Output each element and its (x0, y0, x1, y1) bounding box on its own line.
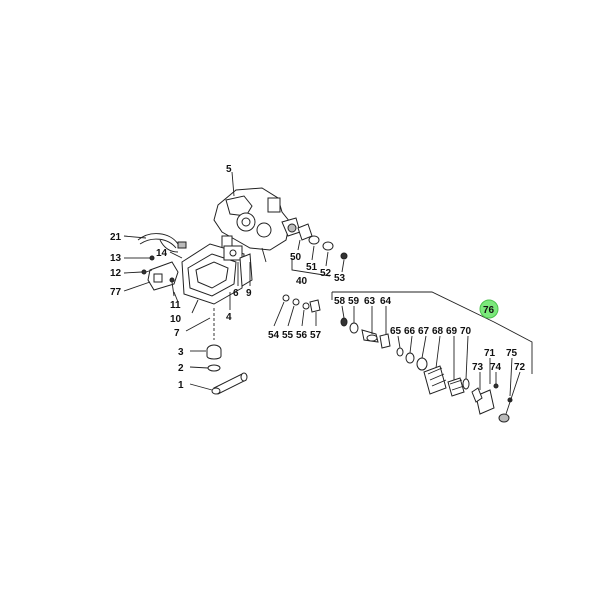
label-77: 77 (110, 287, 122, 298)
label-50: 50 (290, 252, 302, 263)
label-12: 12 (110, 268, 122, 279)
label-72: 72 (514, 362, 526, 373)
parts-71-75-drawing (471, 357, 521, 423)
label-58: 58 (334, 296, 346, 307)
hose-drawing (137, 233, 187, 253)
label-51: 51 (306, 262, 318, 273)
highlight-callout-76[interactable]: 76 (479, 299, 499, 319)
shaft-drawing (206, 308, 248, 395)
label-52: 52 (320, 268, 332, 279)
label-66: 66 (404, 326, 416, 337)
label-74: 74 (490, 362, 502, 373)
label-13: 13 (110, 253, 122, 264)
label-7: 7 (174, 328, 180, 339)
label-53: 53 (334, 273, 346, 284)
left-leader-lines (123, 171, 251, 391)
fittings-50-53-drawing (291, 223, 348, 277)
label-2: 2 (178, 363, 184, 374)
label-64: 64 (380, 296, 392, 307)
label-75: 75 (506, 348, 518, 359)
label-40: 40 (296, 276, 308, 287)
label-65: 65 (390, 326, 402, 337)
label-67: 67 (418, 326, 430, 337)
highlight-circle[interactable] (479, 299, 499, 319)
label-63: 63 (364, 296, 376, 307)
valve-parts-58-64-drawing (340, 305, 391, 349)
label-6: 6 (233, 288, 239, 299)
cover-block-drawing (181, 243, 253, 305)
label-11: 11 (170, 300, 181, 311)
label-56: 56 (296, 330, 308, 341)
parts-54-57-drawing (273, 294, 321, 327)
label-4: 4 (226, 312, 232, 323)
pump-head-drawing (213, 187, 301, 263)
part-labels: 5 21 14 13 12 77 11 10 4 6 9 7 3 2 1 50 … (110, 164, 526, 391)
label-71: 71 (484, 348, 496, 359)
label-3: 3 (178, 347, 184, 358)
label-70: 70 (460, 326, 472, 337)
label-57: 57 (310, 330, 322, 341)
label-9: 9 (246, 288, 252, 299)
valve-parts-65-70-drawing (396, 335, 470, 397)
label-69: 69 (446, 326, 458, 337)
label-55: 55 (282, 330, 294, 341)
label-5: 5 (226, 164, 232, 175)
label-1: 1 (178, 380, 184, 391)
label-73: 73 (472, 362, 484, 373)
label-10: 10 (170, 314, 182, 325)
bracket-drawing (147, 261, 179, 291)
label-21: 21 (110, 232, 122, 243)
label-76: 76 (483, 305, 495, 316)
label-68: 68 (432, 326, 444, 337)
label-14: 14 (156, 248, 168, 259)
label-54: 54 (268, 330, 280, 341)
label-59: 59 (348, 296, 360, 307)
